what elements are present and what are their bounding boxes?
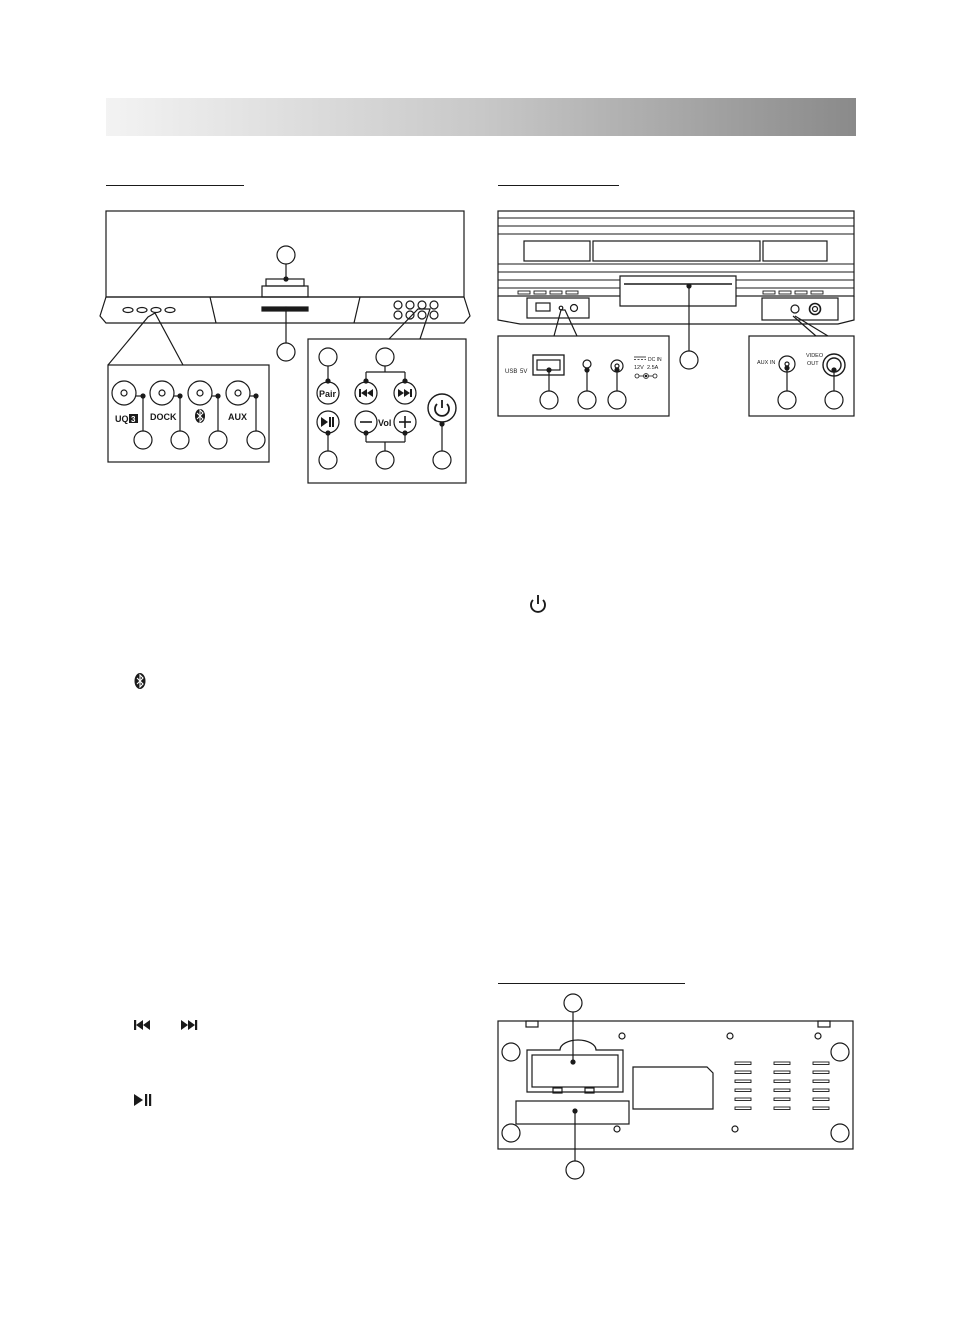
callout-play-pause	[318, 450, 338, 470]
callout-track-skip	[375, 347, 395, 367]
next-track-icon	[181, 1020, 198, 1030]
play-pause-icon	[134, 1094, 152, 1106]
rear-port-panel-right	[761, 297, 839, 321]
bottom-body	[497, 1020, 854, 1150]
callout-video-out	[824, 390, 844, 410]
callout-dock-slot	[276, 342, 296, 362]
aux-button	[225, 380, 266, 450]
callout-aux	[246, 430, 266, 450]
dc-current: 2.5A	[647, 365, 659, 371]
dc-voltage: 12V	[634, 365, 644, 371]
callout-dock-connector	[276, 245, 296, 265]
bluetooth-button	[187, 380, 228, 450]
bottom-screws	[613, 1032, 822, 1133]
callout-dc-in	[607, 390, 627, 410]
rear-view-heading-underline	[498, 185, 619, 186]
foot-top-right	[830, 1042, 850, 1062]
callout-volume	[375, 450, 395, 470]
callout-rear-dock	[679, 350, 699, 370]
foot-bottom-left	[501, 1123, 521, 1143]
callout-dock	[170, 430, 190, 450]
rear-view-diagram: USB 5V DC IN 12V 2.5A AUX IN VIDEO OUT	[497, 210, 855, 417]
base-source-buttons	[122, 306, 176, 314]
aux-in-label: AUX IN	[757, 360, 775, 366]
callout-uq3	[133, 430, 153, 450]
usb-label: USB	[505, 369, 517, 375]
bottom-view-diagram	[497, 993, 854, 1180]
uq-suffix-box	[129, 414, 138, 423]
callout-bluetooth	[208, 430, 228, 450]
bluetooth-icon	[134, 673, 146, 689]
aux-label: AUX	[228, 412, 247, 422]
dc-in-label: DC IN	[648, 357, 662, 363]
dock-label: DOCK	[150, 412, 177, 422]
callout-pair	[318, 347, 338, 367]
bottom-view-heading-underline	[498, 983, 685, 984]
base-control-buttons	[393, 300, 439, 320]
callout-aux-in	[777, 390, 797, 410]
polarity-icon	[634, 373, 658, 379]
pair-label: Pair	[319, 389, 337, 399]
power-icon	[434, 400, 450, 417]
rating-label-area	[632, 1066, 714, 1110]
dock-button	[149, 380, 190, 450]
rear-vent-lines	[498, 217, 854, 289]
speaker-base	[99, 296, 471, 324]
prev-track-icon	[359, 389, 373, 397]
next-track-icon	[398, 389, 412, 397]
callout-usb	[539, 390, 559, 410]
uq-suffix: 3	[131, 415, 136, 424]
front-view-diagram: UQ 3 DOCK AUX Pair	[99, 210, 471, 484]
callout-reset	[577, 390, 597, 410]
prev-track-icon	[134, 1020, 150, 1030]
video-out-label-1: VIDEO	[806, 353, 824, 359]
callout-battery-compartment	[563, 993, 583, 1013]
foot-top-left	[501, 1042, 521, 1062]
vol-label: Vol	[378, 418, 391, 428]
plus-icon	[399, 416, 411, 428]
pair-button	[316, 381, 340, 405]
section-header-bar	[106, 98, 856, 136]
rear-dock-well	[619, 275, 737, 307]
power-icon	[530, 595, 546, 613]
dock-connector	[261, 285, 309, 298]
callout-bottom-cover	[565, 1160, 585, 1180]
bottom-vent-slots	[734, 1061, 830, 1110]
callout-power	[432, 450, 452, 470]
bottom-cover	[515, 1100, 630, 1125]
foot-bottom-right	[830, 1123, 850, 1143]
prev-track-button	[354, 381, 378, 405]
play-pause-icon	[321, 417, 334, 427]
bluetooth-icon	[195, 408, 205, 424]
uq3-button	[111, 380, 153, 450]
video-out-label-2: OUT	[807, 361, 819, 367]
uq-label: UQ	[115, 414, 129, 424]
usb-voltage: 5V	[520, 369, 527, 375]
battery-compartment	[526, 1039, 624, 1093]
next-track-button	[393, 381, 417, 405]
front-view-heading-underline	[106, 185, 244, 186]
